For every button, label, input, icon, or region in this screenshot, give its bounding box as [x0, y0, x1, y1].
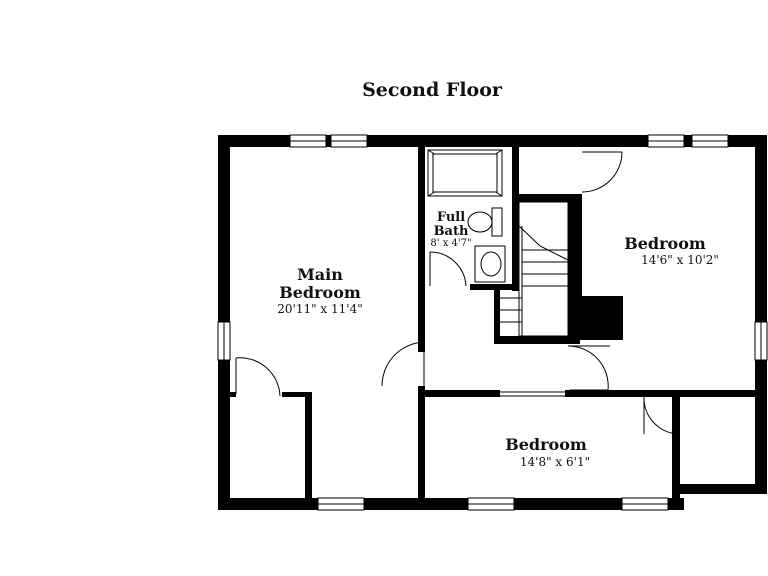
room-bedroom-ne: Bedroom 14'6" x 10'2" [624, 234, 719, 267]
room-main-bedroom: Main Bedroom 20'11" x 11'4" [277, 265, 362, 316]
full-bath-dims: 8' x 4'7" [430, 238, 471, 249]
bedroom-south-name: Bedroom [505, 435, 587, 454]
bedroom-ne-dims: 14'6" x 10'2" [641, 253, 719, 267]
stair-landing [518, 201, 569, 337]
toilet-tank [491, 207, 503, 237]
full-bath-name-line1: Full [437, 210, 465, 225]
wall-ne-bedroom-west [574, 340, 580, 344]
wall-closet-top-left [230, 392, 236, 397]
interior-walls [230, 147, 767, 504]
windows [217, 134, 768, 511]
wall-right [755, 135, 767, 491]
room-bedroom-south: Bedroom 14'8" x 6'1" [505, 435, 590, 469]
wall-stair-south [494, 336, 576, 344]
bath-fixtures [427, 149, 506, 283]
wall-main-bedroom-east-lower [418, 386, 425, 504]
doors [235, 151, 681, 435]
wall-south-bedroom-top-left [418, 390, 500, 397]
toilet [467, 211, 493, 233]
main-bedroom-name-line1: Main [297, 265, 343, 284]
bedroom-ne-name: Bedroom [624, 234, 706, 253]
staircase [500, 201, 569, 337]
wall-closet-east [305, 392, 312, 504]
wall-stair-east [568, 194, 582, 340]
full-bath-name-line2: Bath [434, 224, 469, 239]
main-bedroom-name-line2: Bedroom [279, 283, 361, 302]
wall-stair-top [519, 194, 581, 202]
main-bedroom-dims: 20'11" x 11'4" [277, 302, 362, 316]
floor-title: Second Floor [362, 79, 503, 101]
sink [480, 251, 502, 277]
wall-bottom-step [672, 434, 680, 510]
chimney [582, 296, 623, 340]
wall-south-bedroom-top-right [565, 390, 767, 397]
wall-bath-east [512, 147, 519, 291]
wall-south-closet-west [672, 397, 680, 435]
wall-main-bedroom-east [418, 147, 425, 352]
wall-bottom-left [218, 498, 684, 510]
bedroom-south-dims: 14'8" x 6'1" [520, 455, 590, 469]
wall-stair-west [494, 286, 500, 344]
room-full-bath: Full Bath 8' x 4'7" [430, 210, 471, 249]
wall-bottom-right [672, 484, 767, 494]
wall-closet-top-right [282, 392, 312, 397]
